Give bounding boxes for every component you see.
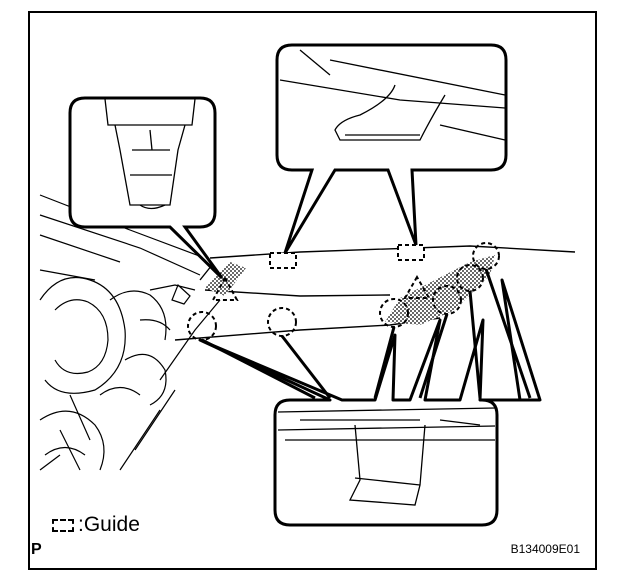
callout-bottom <box>198 278 542 527</box>
clip-marker <box>187 311 217 341</box>
callout-top-left <box>68 96 224 280</box>
outer-frame <box>28 11 597 570</box>
triangle-marker <box>211 275 239 301</box>
guide-markers <box>269 244 425 269</box>
callout-top-right <box>275 43 508 254</box>
guide-symbol-icon <box>52 518 74 532</box>
leader-lines <box>201 268 532 400</box>
hatched-area-right <box>385 255 495 325</box>
figure-code: B134009E01 <box>510 542 580 556</box>
triangle-markers <box>211 274 431 301</box>
guide-marker <box>397 244 425 261</box>
legend-label: :Guide <box>78 513 140 536</box>
clip-marker <box>456 264 484 292</box>
dashboard-sketch <box>39 194 221 471</box>
clip-marker <box>472 242 500 270</box>
guide-marker <box>269 252 297 269</box>
legend: :Guide <box>52 513 140 537</box>
triangle-marker <box>403 274 431 299</box>
corner-letter: P <box>31 541 42 558</box>
